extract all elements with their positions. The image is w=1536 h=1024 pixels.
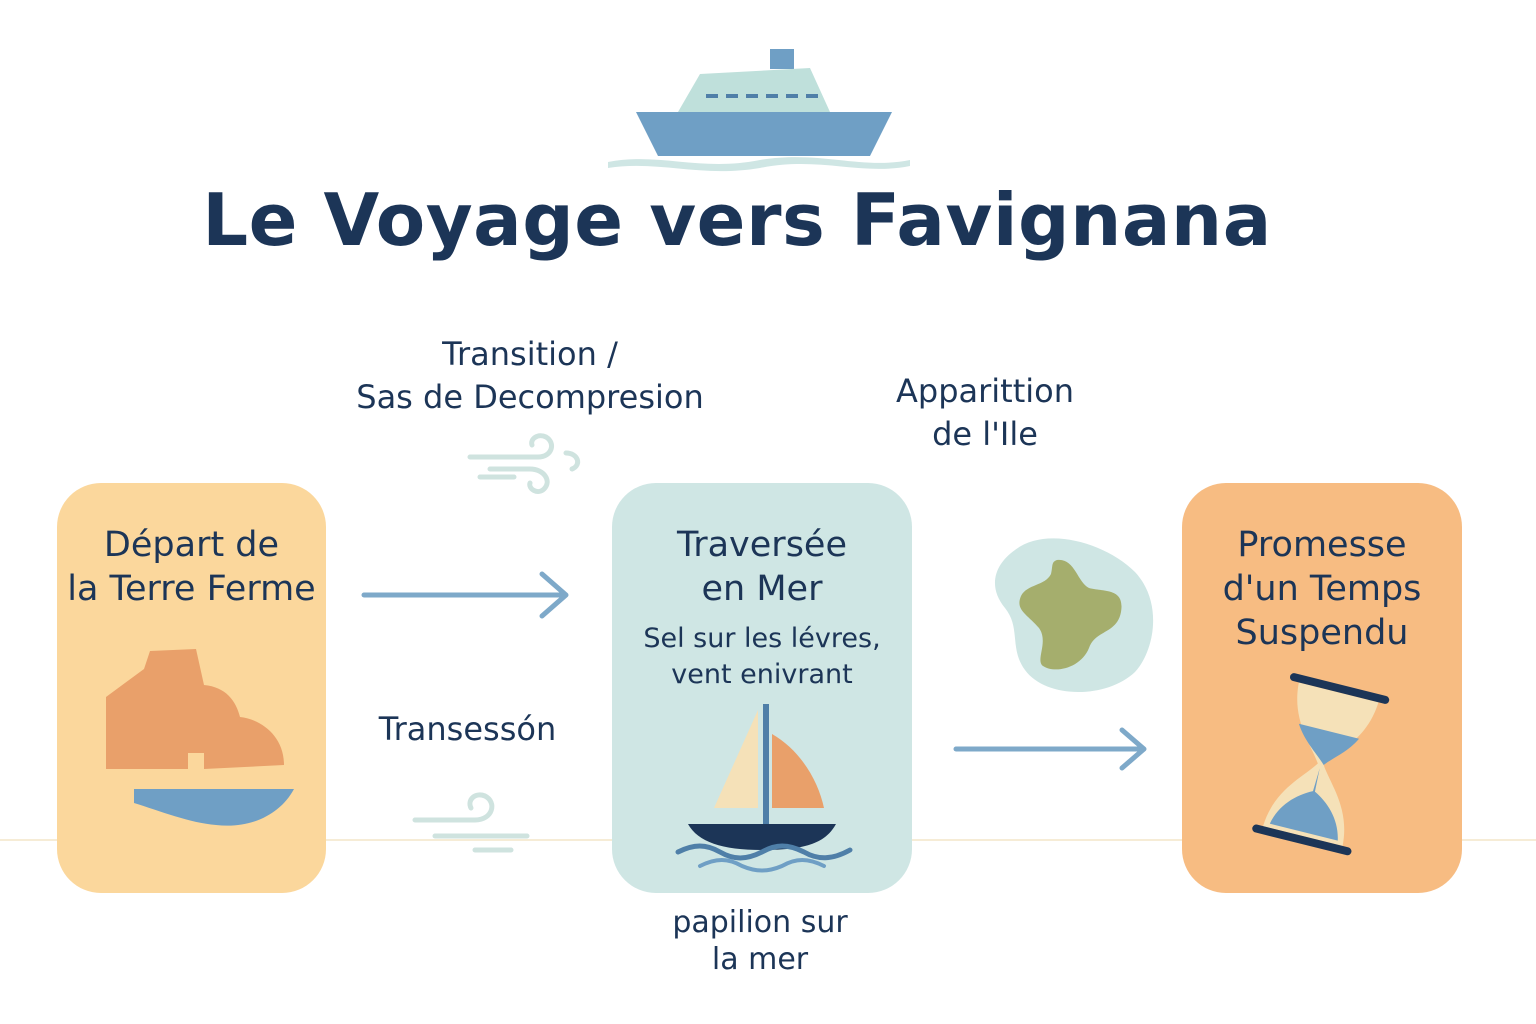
card-traversee-subtitle-line-1: Sel sur les lévres, [643, 623, 881, 654]
wind-icon [412, 792, 530, 853]
card-promesse-title-line-3: Suspendu [1235, 613, 1409, 653]
card-promesse-title-line-2: d'un Temps [1222, 569, 1422, 609]
wind-icon [467, 433, 581, 494]
rock-icon [106, 649, 284, 769]
card-traversee-title-line-2: en Mer [701, 569, 823, 609]
papillon-label: papilion sur la mer [620, 904, 900, 978]
card-depart-title-line-2: la Terre Ferme [67, 569, 316, 609]
card-depart-title-line-1: Départ de [103, 525, 280, 565]
transition-label: Transition / Sas de Decompresion [330, 333, 730, 419]
papillon-label-line-2: la mer [711, 942, 809, 977]
apparition-label-line-1: Apparittion [895, 372, 1074, 410]
island-icon [994, 538, 1154, 693]
card-promesse-title: Promesse d'un Temps Suspendu [1182, 523, 1462, 655]
card-traversee-subtitle: Sel sur les lévres, vent enivrant [612, 621, 912, 693]
transession-label: Transessón [378, 710, 557, 748]
boat-icon [134, 789, 294, 826]
hourglass-icon [1252, 673, 1390, 856]
transition-label-line-2: Sas de Decompresion [356, 378, 704, 416]
apparition-label: Apparittion de l'Ile [850, 370, 1120, 456]
papillon-label-line-1: papilion sur [672, 905, 848, 940]
card-depart-title: Départ de la Terre Ferme [57, 523, 326, 611]
page-title: Le Voyage vers Favignana [202, 178, 1272, 262]
arrow-right-icon [361, 571, 569, 619]
card-traversee-subtitle-line-2: vent enivrant [671, 659, 853, 690]
arrow-right-icon [953, 727, 1147, 771]
apparition-label-line-2: de l'Ile [932, 415, 1038, 453]
card-traversee-title: Traversée en Mer [612, 523, 912, 611]
transition-label-line-1: Transition / [442, 335, 618, 373]
card-traversee-title-line-1: Traversée [676, 525, 847, 565]
sailboat-icon [675, 704, 853, 873]
card-promesse-title-line-1: Promesse [1237, 525, 1407, 565]
ferry-icon [608, 49, 910, 172]
